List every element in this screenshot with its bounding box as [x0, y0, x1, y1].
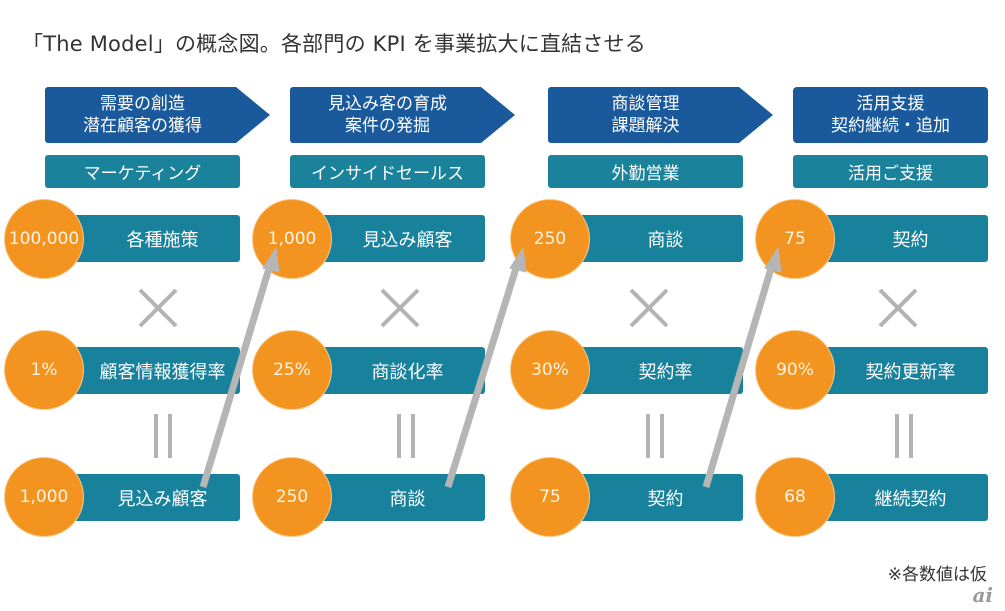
- stage-line-2: 課題解決: [611, 116, 680, 136]
- equals-icon: [646, 414, 664, 458]
- kpi-value-circle: 75: [755, 199, 835, 279]
- stage-line-1: 見込み客の育成: [328, 94, 447, 114]
- kpi-value-circle: 68: [755, 457, 835, 537]
- kpi-label: 契約更新率: [865, 361, 956, 383]
- stage-line-1: 需要の創造: [100, 94, 185, 114]
- kpi-label: 顧客情報獲得率: [99, 361, 226, 383]
- footnote: ※各数値は仮: [887, 565, 987, 585]
- kpi-label: 契約: [647, 488, 684, 510]
- kpi-label: 商談: [647, 229, 684, 251]
- stage-header-1: 需要の創造潜在顧客の獲得: [45, 87, 270, 143]
- stage-line-1: 活用支援: [856, 94, 925, 114]
- multiply-icon: [138, 288, 178, 328]
- diagram-title: 「The Model」の概念図。各部門の KPI を事業拡大に直結させる: [22, 32, 646, 56]
- kpi-value-circle: 90%: [755, 330, 835, 410]
- kpi-value-circle: 75: [510, 457, 590, 537]
- kpi-value-circle: 1,000: [4, 457, 84, 537]
- department-label-2: インサイドセールス: [290, 155, 485, 188]
- equals-icon: [397, 414, 415, 458]
- department-label-4: 活用ご支援: [793, 155, 988, 188]
- kpi-label: 継続契約: [874, 488, 947, 510]
- equals-icon: [154, 414, 172, 458]
- stage-line-1: 商談管理: [611, 94, 680, 114]
- stage-header-2: 見込み客の育成案件の発掘: [290, 87, 515, 143]
- kpi-label: 各種施策: [126, 229, 199, 251]
- stage-line-2: 潜在顧客の獲得: [83, 116, 202, 136]
- kpi-label: 見込み顧客: [117, 488, 208, 510]
- stage-header-3: 商談管理課題解決: [548, 87, 773, 143]
- stage-line-2: 契約継続・追加: [831, 116, 950, 136]
- kpi-value-circle: 250: [252, 457, 332, 537]
- stage-header-4: 活用支援契約継続・追加: [793, 87, 988, 143]
- stage-line-2: 案件の発掘: [345, 116, 430, 136]
- kpi-value-circle: 25%: [252, 330, 332, 410]
- multiply-icon: [380, 288, 420, 328]
- kpi-label: 商談化率: [371, 361, 444, 383]
- kpi-label: 契約率: [638, 361, 693, 383]
- watermark-logo: ai: [972, 583, 993, 607]
- kpi-label: 契約: [892, 229, 929, 251]
- kpi-value-circle: 1%: [4, 330, 84, 410]
- kpi-value-circle: 250: [510, 199, 590, 279]
- kpi-value-circle: 1,000: [252, 199, 332, 279]
- kpi-value-circle: 100,000: [4, 199, 84, 279]
- multiply-icon: [629, 288, 669, 328]
- kpi-label: 見込み顧客: [362, 229, 453, 251]
- department-label-3: 外勤営業: [548, 155, 743, 188]
- equals-icon: [895, 414, 913, 458]
- multiply-icon: [878, 288, 918, 328]
- kpi-value-circle: 30%: [510, 330, 590, 410]
- department-label-1: マーケティング: [45, 155, 240, 188]
- kpi-label: 商談: [389, 488, 426, 510]
